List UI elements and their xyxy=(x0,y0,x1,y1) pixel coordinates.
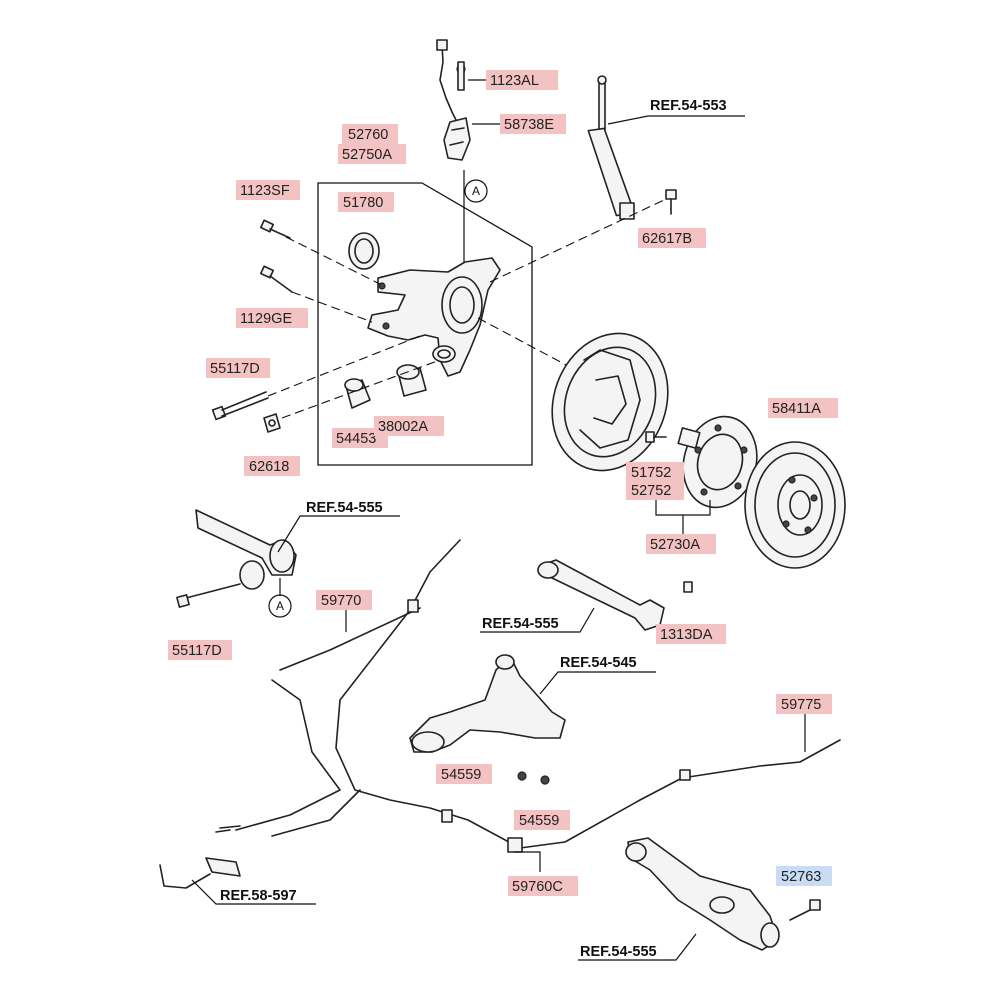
bracket-58-597-part xyxy=(159,857,241,889)
brake-drum-part xyxy=(744,441,846,569)
label-52760[interactable]: 52760 xyxy=(342,124,398,144)
label-51752[interactable]: 51752 xyxy=(626,462,684,482)
svg-text:52760: 52760 xyxy=(348,127,388,143)
label-59760c[interactable]: 59760C xyxy=(508,876,578,896)
label-1129ge[interactable]: 1129GE xyxy=(236,308,308,328)
ref-54-545-leader xyxy=(539,671,656,695)
label-59770[interactable]: 59770 xyxy=(316,590,372,610)
svg-text:1313DA: 1313DA xyxy=(660,627,713,643)
svg-text:59760C: 59760C xyxy=(512,879,563,895)
bushing-ring-part xyxy=(432,345,456,363)
svg-text:54453: 54453 xyxy=(336,431,376,447)
nut-62618-part xyxy=(263,413,281,433)
svg-text:1129GE: 1129GE xyxy=(240,311,292,327)
svg-text:62617B: 62617B xyxy=(642,231,692,247)
svg-text:52750A: 52750A xyxy=(342,147,392,163)
svg-text:1123AL: 1123AL xyxy=(490,73,539,89)
label-1313da[interactable]: 1313DA xyxy=(656,624,726,644)
svg-text:51752: 51752 xyxy=(631,465,671,481)
label-52752[interactable]: 52752 xyxy=(626,480,684,500)
svg-text:55117D: 55117D xyxy=(172,643,222,659)
abs-sensor-leader xyxy=(468,79,500,125)
label-59775[interactable]: 59775 xyxy=(776,694,832,714)
brake-backing-plate-part xyxy=(551,332,669,472)
ref-54-553-leader xyxy=(607,115,745,125)
label-58738e[interactable]: 58738E xyxy=(500,114,566,134)
svg-text:52752: 52752 xyxy=(631,483,671,499)
label-62618[interactable]: 62618 xyxy=(244,456,300,476)
svg-text:A: A xyxy=(472,184,480,198)
label-54559-right[interactable]: 54559 xyxy=(514,810,570,830)
svg-text:59775: 59775 xyxy=(781,697,821,713)
marker-a-top: A xyxy=(464,179,488,203)
label-55117d-bottom[interactable]: 55117D xyxy=(168,640,232,660)
lower-control-arm-part xyxy=(409,654,566,785)
ref-54-545[interactable]: REF.54-545 xyxy=(560,655,637,671)
svg-text:54559: 54559 xyxy=(519,813,559,829)
knuckle-part xyxy=(367,257,501,377)
bushing-54453-part xyxy=(344,378,371,409)
label-51780[interactable]: 51780 xyxy=(338,192,394,212)
label-58411a[interactable]: 58411A xyxy=(768,398,838,418)
lateral-link-part xyxy=(537,559,693,631)
label-54559-left[interactable]: 54559 xyxy=(436,764,492,784)
assembly-line-1 xyxy=(285,236,381,285)
bushing-38002a-part xyxy=(396,364,427,397)
parking-brake-cable-part xyxy=(215,539,841,853)
svg-text:A: A xyxy=(276,599,284,613)
assembly-line-2 xyxy=(291,291,373,323)
ref-54-555-link[interactable]: REF.54-555 xyxy=(482,616,559,632)
ref-54-555-link-leader xyxy=(480,607,595,633)
cable-59760c-leader xyxy=(514,851,541,872)
marker-a-bottom: A xyxy=(268,594,292,618)
abs-sensor-part xyxy=(436,39,471,161)
ref-54-555-lower-leader xyxy=(578,933,697,961)
ref-54-555-upper[interactable]: REF.54-555 xyxy=(306,500,383,516)
label-52763-selected[interactable]: 52763 xyxy=(776,866,832,886)
svg-text:58411A: 58411A xyxy=(772,401,821,417)
ref-54-553[interactable]: REF.54-553 xyxy=(650,98,727,114)
label-1123sf[interactable]: 1123SF xyxy=(236,180,300,200)
svg-text:54559: 54559 xyxy=(441,767,481,783)
hub-bracket-leader xyxy=(655,500,711,538)
seal-ring-part xyxy=(348,232,380,270)
svg-text:59770: 59770 xyxy=(321,593,361,609)
ref-58-597[interactable]: REF.58-597 xyxy=(220,888,297,904)
shock-absorber-part xyxy=(587,75,635,220)
bolt-55117d-top-part xyxy=(211,391,269,421)
lower-rear-arm-part xyxy=(625,837,821,951)
ref-58-597-leader xyxy=(191,879,316,905)
assembly-line-4 xyxy=(281,359,441,419)
svg-text:55117D: 55117D xyxy=(210,361,260,377)
svg-text:1123SF: 1123SF xyxy=(240,183,290,199)
assembly-line-3 xyxy=(267,335,421,397)
svg-text:51780: 51780 xyxy=(343,195,383,211)
bolt-62617b-part xyxy=(665,189,677,215)
bolt-1123sf-part xyxy=(259,219,291,239)
hub-bolt-part xyxy=(645,431,667,443)
label-52750a[interactable]: 52750A xyxy=(338,144,406,164)
ref-54-555-upper-leader xyxy=(277,515,400,553)
label-55117d-top[interactable]: 55117D xyxy=(206,358,270,378)
trailing-arm-part xyxy=(176,509,297,608)
knuckle-assembly-frame xyxy=(317,182,533,466)
ref-54-555-lower[interactable]: REF.54-555 xyxy=(580,944,657,960)
assembly-line-6 xyxy=(477,317,569,367)
svg-text:58738E: 58738E xyxy=(504,117,554,133)
svg-text:52730A: 52730A xyxy=(650,537,700,553)
svg-text:62618: 62618 xyxy=(249,459,289,475)
svg-text:52763: 52763 xyxy=(781,869,821,885)
svg-text:38002A: 38002A xyxy=(378,419,428,435)
label-38002a[interactable]: 38002A xyxy=(374,416,444,436)
bolt-1129ge-part xyxy=(259,265,293,293)
label-62617b[interactable]: 62617B xyxy=(638,228,706,248)
label-1123al[interactable]: 1123AL xyxy=(486,70,558,90)
assembly-line-5 xyxy=(489,199,665,283)
label-52730a[interactable]: 52730A xyxy=(646,534,716,554)
